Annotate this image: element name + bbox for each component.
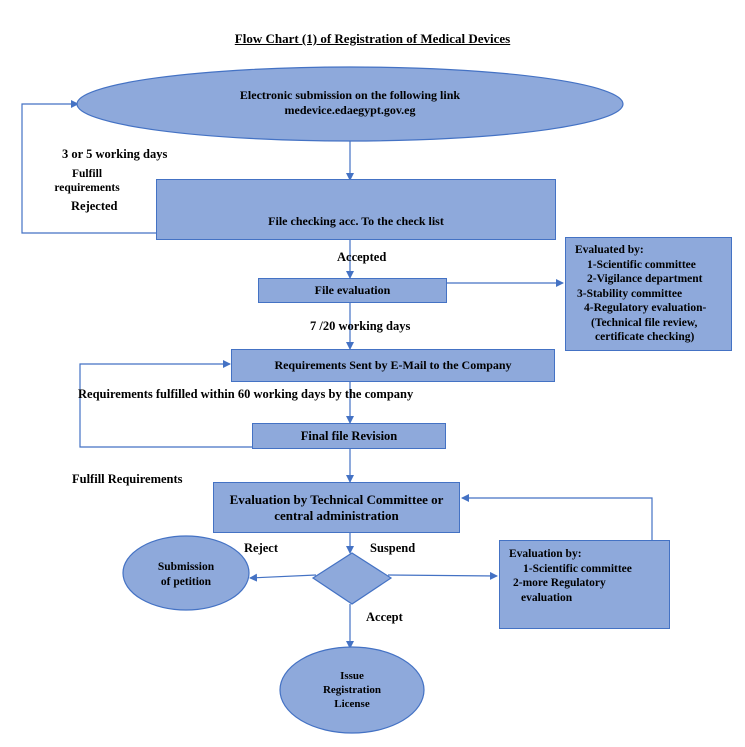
petition-ellipse [122,535,250,611]
label-accept: Accept [366,610,403,624]
evaluation-by-box: Evaluation by: 1-Scientific committee 2-… [499,540,670,629]
label-fulfill-requirements-2: Fulfill Requirements [72,472,183,486]
label-fulfill-line1: Fulfill [71,168,103,180]
evaluation-by-item: 1-Scientific committee [523,562,632,575]
submission-line1: Electronic submission on the following l… [239,88,461,102]
evaluation-committee-box: Evaluation by Technical Committee or cen… [213,482,460,533]
petition-line1: Submission [157,561,215,573]
label-rejected: Rejected [71,199,118,213]
license-text: Issue Registration License [302,669,402,711]
evaluated-by-item: 2-Vigilance department [587,273,703,285]
label-fulfill-line2: requirements [54,182,120,194]
evaluation-committee-line2: central administration [274,507,399,523]
final-revision-box: Final file Revision [252,423,446,449]
requirements-sent-text: Requirements Sent by E-Mail to the Compa… [274,358,512,372]
evaluation-committee-line1: Evaluation by Technical Committee or [229,491,444,507]
evaluated-by-item: 1-Scientific committee [587,258,696,271]
evaluation-by-item: 2-more Regulatory [513,577,606,589]
arrow-revision-loop [79,360,252,448]
evaluation-by-heading: Evaluation by: [509,548,582,560]
license-ellipse [279,646,425,734]
evaluated-by-box: Evaluated by: 1-Scientific committee 2-V… [565,237,732,351]
submission-link: medevice.edaegypt.gov.eg [284,103,416,117]
label-7-20-days: 7 /20 working days [310,319,411,333]
petition-text: Submission of petition [131,560,241,590]
evaluated-by-heading: Evaluated by: [575,244,644,256]
label-requirements-fulfilled: Requirements fulfilled within 60 working… [78,387,414,401]
label-fulfill-requirements: Fulfill requirements [46,167,128,195]
evaluated-by-item: 4-Regulatory evaluation- [584,302,707,314]
evaluated-by-item: certificate checking) [595,331,695,343]
submission-ellipse [76,66,624,142]
label-accepted: Accepted [337,250,387,264]
submission-text: Electronic submission on the following l… [150,88,550,118]
arrow-decision-to-evaluation-by [387,571,498,580]
license-line3: License [334,698,370,710]
license-line2: Registration [322,684,382,696]
petition-line2: of petition [160,576,212,588]
file-checking-text: File checking acc. To the check list [268,214,444,228]
decision-diamond [311,552,393,605]
license-line1: Issue [340,670,364,682]
evaluated-by-item: (Technical file review, [591,316,698,329]
label-suspend: Suspend [370,541,416,555]
arrow-rejected-loop [21,100,156,234]
page-title: Flow Chart (1) of Registration of Medica… [234,31,511,46]
file-evaluation-box: File evaluation [258,278,447,303]
file-checking-box: File checking acc. To the check list [156,179,556,240]
arrow-decision-to-petition [249,573,317,582]
file-evaluation-text: File evaluation [314,283,391,297]
arrow-evaluation-by-loop [461,494,653,546]
requirements-sent-box: Requirements Sent by E-Mail to the Compa… [231,349,555,382]
evaluation-by-item: evaluation [521,591,573,604]
evaluated-by-item: 3-Stability committee [577,287,683,300]
label-reject: Reject [244,541,278,555]
final-revision-text: Final file Revision [300,428,398,443]
label-3-5-days: 3 or 5 working days [62,147,168,161]
